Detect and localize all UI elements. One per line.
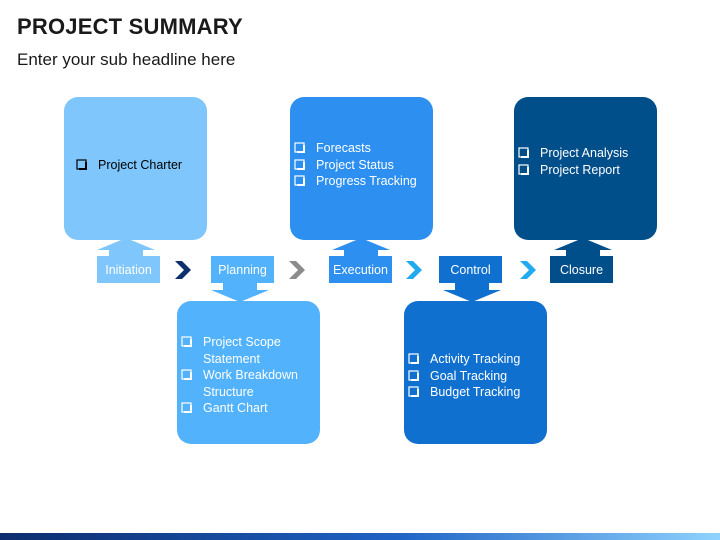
list-item: Progress Tracking [294, 173, 429, 190]
checkbox-icon [408, 386, 419, 397]
chevron-right-icon [520, 261, 536, 279]
list-item-text: Goal Tracking [430, 368, 508, 383]
checkbox-icon [294, 142, 305, 153]
closure-up-arrow [554, 238, 612, 258]
chevron-right-icon [175, 261, 191, 279]
list-item-text: Budget Tracking [430, 385, 521, 399]
initiation-up-arrow [97, 238, 155, 258]
list-item: Activity Tracking [408, 351, 543, 368]
page-subtitle: Enter your sub headline here [17, 50, 236, 69]
list-item-text: Project Scope Statement [203, 335, 281, 366]
list-item: Work Breakdown Structure [181, 367, 316, 400]
control-down-arrow [443, 282, 501, 302]
list-item-text: Project Analysis [540, 146, 629, 160]
control-box: Activity Tracking Goal Tracking Budget T… [404, 301, 547, 444]
planning-box: Project Scope Statement Work Breakdown S… [177, 301, 320, 444]
chevron-right-icon [406, 261, 422, 279]
closure-box: Project Analysis Project Report [514, 97, 657, 240]
checkbox-icon [408, 369, 419, 381]
page-title: PROJECT SUMMARY [17, 14, 243, 39]
checkbox-icon [181, 336, 192, 347]
checkbox-icon [181, 402, 192, 413]
list-item-text: Work Breakdown Structure [203, 368, 298, 399]
step-control: Control [439, 256, 502, 283]
planning-down-arrow [211, 282, 269, 302]
list-item-text: Project Report [540, 162, 620, 177]
list-item-text: Forecasts [316, 141, 371, 155]
list-item: Project Status [294, 157, 429, 174]
list-item: Budget Tracking [408, 384, 543, 401]
execution-box: Forecasts Project Status Progress Tracki… [290, 97, 433, 240]
checkbox-icon [408, 353, 419, 364]
step-initiation: Initiation [97, 256, 160, 283]
list-item: Goal Tracking [408, 368, 543, 385]
list-item: Project Charter [76, 157, 201, 174]
list-item: Project Scope Statement [181, 334, 316, 367]
checkbox-icon [518, 147, 529, 158]
list-item-text: Project Status [316, 157, 394, 172]
execution-up-arrow [332, 238, 390, 258]
initiation-box: Project Charter [64, 97, 207, 240]
step-planning: Planning [211, 256, 274, 283]
list-item: Project Analysis [518, 145, 653, 162]
step-closure: Closure [550, 256, 613, 283]
list-item: Project Report [518, 162, 653, 179]
list-item: Gantt Chart [181, 400, 316, 417]
list-item: Forecasts [294, 140, 429, 157]
checkbox-icon [181, 369, 192, 380]
list-item-text: Project Charter [98, 158, 183, 172]
checkbox-icon [76, 159, 87, 170]
list-item-text: Progress Tracking [316, 174, 417, 188]
list-item-text: Gantt Chart [203, 401, 268, 415]
list-item-text: Activity Tracking [430, 352, 521, 366]
checkbox-icon [518, 163, 529, 175]
chevron-right-icon [289, 261, 305, 279]
checkbox-icon [294, 175, 305, 186]
checkbox-icon [294, 158, 305, 170]
step-execution: Execution [329, 256, 392, 283]
footer-accent-bar [0, 533, 720, 540]
